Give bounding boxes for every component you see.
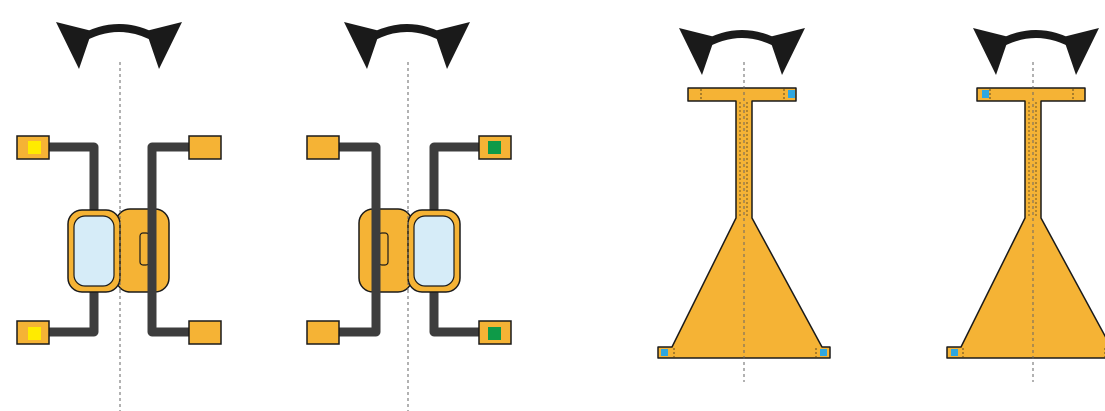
panel-4-fork-device bbox=[946, 87, 1105, 359]
panel-3-blue-marker-bottom-left bbox=[661, 349, 668, 356]
panel-3-blue-marker-bottom-right bbox=[820, 349, 827, 356]
panel-1-yellow-pad-bottom bbox=[28, 327, 41, 340]
panel-3-rotation-arrow-icon bbox=[679, 28, 805, 75]
panel-3-blue-marker-top-right bbox=[788, 90, 795, 98]
panel-2-green-pad-bottom bbox=[488, 327, 501, 340]
panel-1-bilayer-rotor bbox=[17, 22, 221, 411]
panel-3-forked-beam bbox=[657, 28, 831, 382]
panel-2-rotation-arrow-icon bbox=[344, 22, 470, 69]
panel-4-rotation-arrow-icon bbox=[973, 28, 1099, 75]
panel-4-blue-marker-top-left bbox=[982, 90, 989, 98]
panel-1-yellow-pad-top bbox=[28, 141, 41, 154]
panel-1-rotor-device bbox=[17, 136, 221, 344]
panel-2-green-pad-top bbox=[488, 141, 501, 154]
panel-1-rotation-arrow-icon bbox=[56, 22, 182, 69]
panel-2-rotor-device bbox=[307, 136, 511, 344]
panel-2-bilayer-rotor bbox=[307, 22, 511, 411]
panel-4-blue-marker-bottom-left bbox=[951, 349, 958, 356]
panel-4-forked-beam bbox=[946, 28, 1105, 382]
